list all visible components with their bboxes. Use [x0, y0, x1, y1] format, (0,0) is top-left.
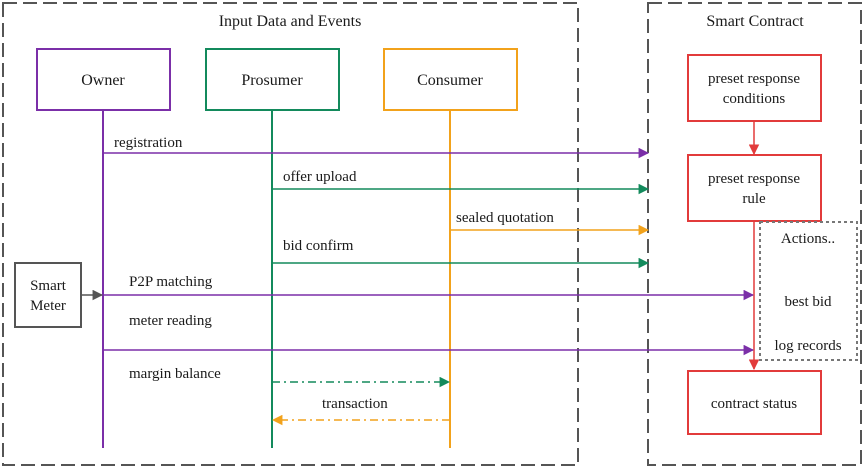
- preset-response-conditions-label-line2: conditions: [723, 91, 786, 107]
- input-events-title: Input Data and Events: [219, 13, 362, 30]
- owner-actor-label: Owner: [81, 72, 125, 89]
- actions-box: [759, 221, 858, 361]
- smart-meter-box: [14, 262, 82, 328]
- p2p-matching-label: P2P matching: [129, 274, 213, 290]
- meter-reading-label: meter reading: [129, 313, 212, 329]
- contract-status-box: [687, 370, 822, 435]
- actions-item-best-bid: best bid: [784, 294, 832, 310]
- smart-meter-label-line1: Smart: [30, 278, 67, 294]
- contract-status-label: contract status: [711, 396, 797, 412]
- smart-contract-panel: [647, 2, 862, 466]
- preset-response-rule-label-line1: preset response: [708, 171, 800, 187]
- preset-response-conditions-label-line1: preset response: [708, 71, 800, 87]
- preset-response-rule-box: [687, 154, 822, 222]
- preset-response-rule-label-line2: rule: [742, 191, 766, 207]
- input-events-panel: [2, 2, 579, 466]
- prosumer-actor-box: [205, 48, 340, 111]
- sealed-quotation-label: sealed quotation: [456, 210, 554, 226]
- bid-confirm-label: bid confirm: [283, 238, 354, 254]
- prosumer-actor-label: Prosumer: [241, 72, 303, 89]
- actions-title: Actions..: [781, 231, 835, 247]
- smart-meter-label-line2: Meter: [30, 298, 66, 314]
- transaction-label: transaction: [322, 396, 388, 412]
- margin-balance-label: margin balance: [129, 366, 221, 382]
- actions-item-log-records: log records: [774, 338, 841, 354]
- smart-contract-title: Smart Contract: [706, 13, 804, 30]
- offer-upload-label: offer upload: [283, 169, 357, 185]
- preset-response-conditions-box: [687, 54, 822, 122]
- consumer-actor-box: [383, 48, 518, 111]
- registration-label: registration: [114, 135, 183, 151]
- owner-actor-box: [36, 48, 171, 111]
- consumer-actor-label: Consumer: [417, 72, 483, 89]
